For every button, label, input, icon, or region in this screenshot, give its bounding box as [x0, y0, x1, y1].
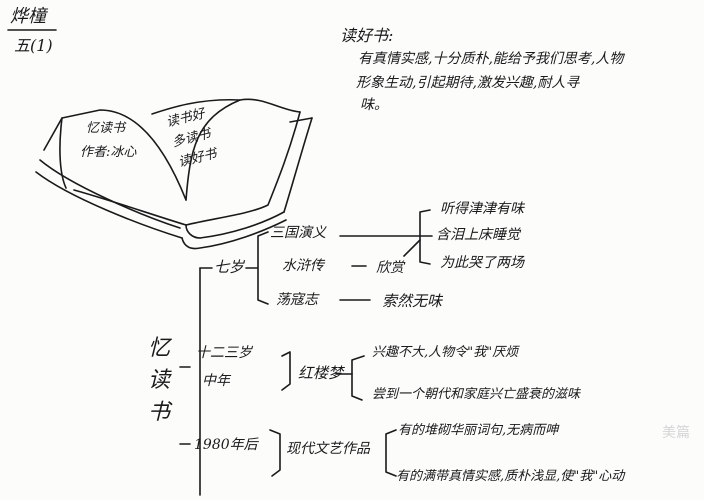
work-note: 索然无味	[382, 292, 443, 310]
bracket-modern	[385, 429, 397, 477]
shared-note: 欣赏	[376, 260, 404, 276]
reading-notes-line: 有真情实感,十分质朴,能给予我们思考,人物	[358, 51, 624, 67]
work-title: 三国演义	[270, 225, 326, 241]
open-book-drawing	[35, 98, 313, 250]
work-title: 现代文艺作品	[286, 441, 370, 457]
work-title: 水浒传	[282, 258, 324, 274]
stage-label: 中年	[202, 373, 230, 389]
book-title: 忆读书	[86, 121, 126, 136]
center-topic-char: 读	[148, 368, 171, 393]
author-name: 烨橦	[10, 6, 46, 27]
bracket-honglou	[351, 355, 365, 401]
reading-notes-line: 味。	[360, 97, 388, 113]
center-topic-char: 忆	[148, 336, 171, 361]
bracket-sanguo	[419, 209, 431, 265]
bracket-qisui	[245, 231, 269, 305]
watermark: 美篇	[662, 425, 690, 441]
book-author: 作者:冰心	[80, 145, 137, 160]
center-topic-char: 书	[148, 400, 171, 425]
stage-label: 1980年后	[194, 437, 258, 453]
work-title: 红楼梦	[298, 364, 344, 382]
work-note: 有的满带真情实感,质朴浅显,使"我"心动	[396, 469, 625, 484]
reading-notes-title: 读好书:	[340, 26, 394, 45]
work-note: 听得津津有味	[440, 201, 524, 217]
stage-label: 十二三岁	[196, 345, 252, 361]
reading-notes-line: 形象生动,引起期待,激发兴趣,耐人寻	[356, 75, 580, 91]
work-title: 荡寇志	[276, 292, 318, 308]
work-note: 尝到一个朝代和家庭兴亡盛衰的滋味	[372, 387, 581, 402]
work-note: 含泪上床睡觉	[436, 227, 520, 243]
stage-label: 七岁	[214, 258, 245, 276]
class-label: 五(1)	[14, 36, 53, 55]
work-note: 兴趣不大,人物令"我"厌烦	[372, 345, 519, 360]
work-note: 有的堆砌华丽词句,无病而呻	[398, 423, 559, 438]
work-note: 为此哭了两场	[440, 255, 524, 271]
